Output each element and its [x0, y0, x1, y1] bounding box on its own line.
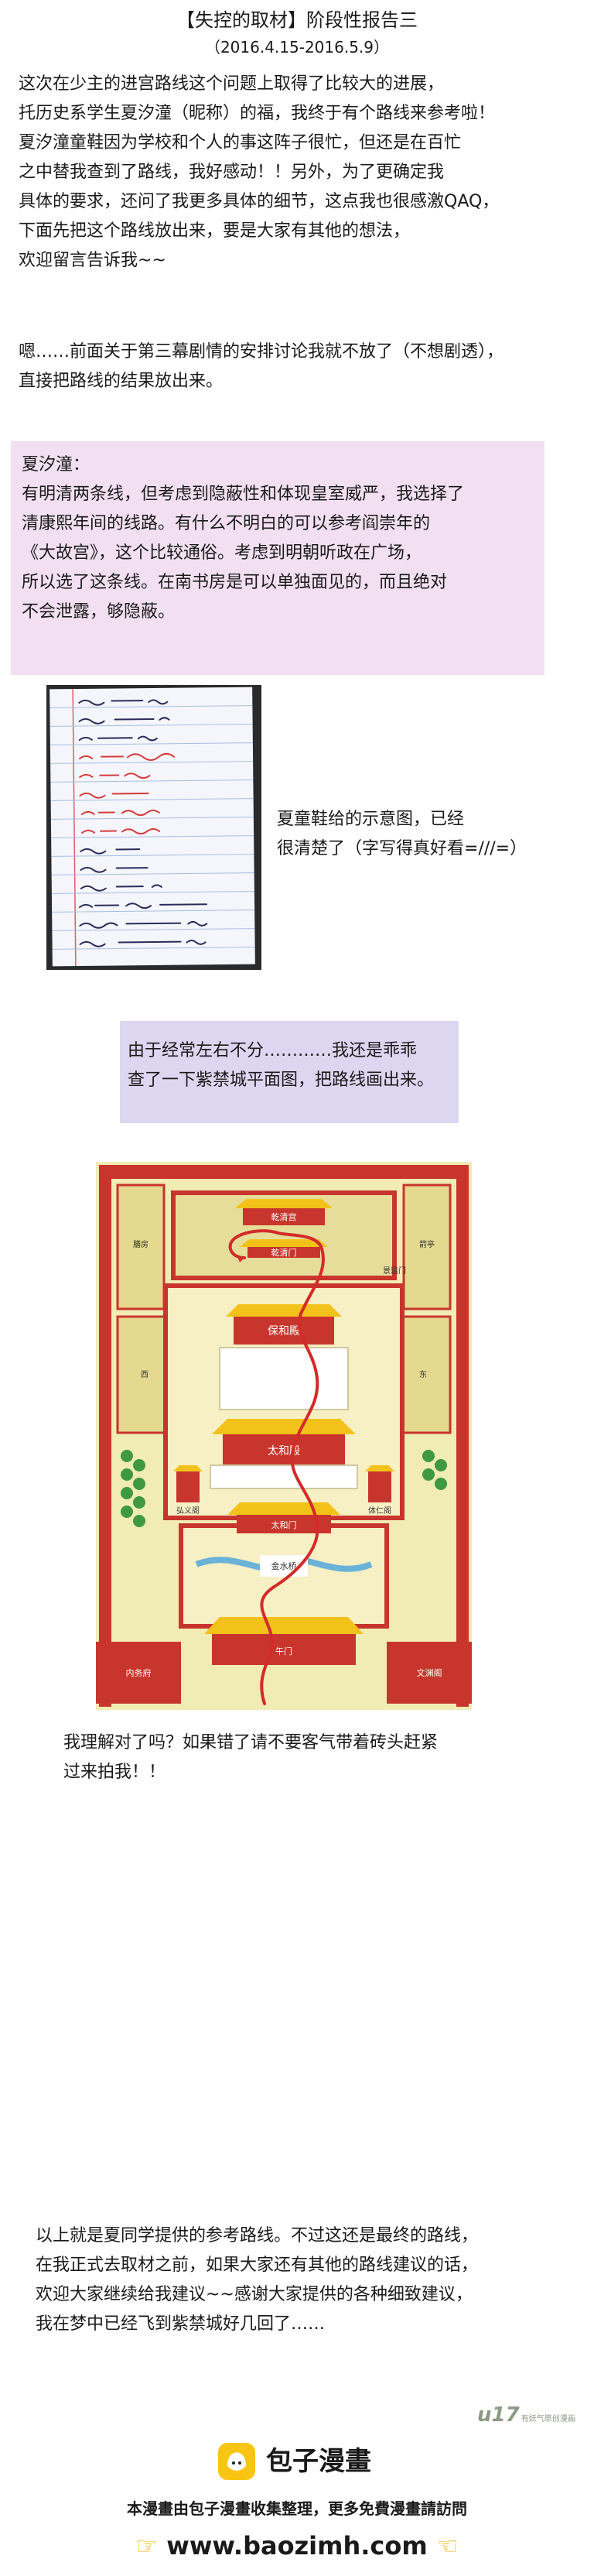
map-label-jinshui-bridge: 金水桥	[271, 1560, 297, 1571]
map-intro-line: 由于经常左右不分…………我还是乖乖	[128, 1041, 418, 1060]
u17-subtitle: 有妖气原创漫画	[521, 2415, 575, 2424]
map-label-jingyun-gate: 景运门	[383, 1266, 406, 1276]
intro-line: 托历史系学生夏汐潼（昵称）的福，我终于有个路线来参考啦！	[19, 104, 496, 123]
map-label-kitchen: 膳房	[133, 1239, 148, 1249]
closing-line: 欢迎大家继续给我建议~~感谢大家提供的各种细致建议，	[36, 2285, 473, 2304]
map-label-baohe-hall: 保和殿	[268, 1325, 300, 1338]
footer-url-row[interactable]: ☞ www.baozimh.com ☜	[0, 2530, 594, 2562]
intro-line: 之中替我查到了路线，我好感动！！另外，为了更确定我	[19, 163, 445, 182]
intro-line: 这次在少主的进宫路线这个问题上取得了比较大的进展，	[19, 74, 445, 94]
photo-caption: 夏童鞋给的示意图，已经 很清楚了（字写得真好看=///=）	[277, 805, 527, 864]
map-label-qianqing-gate: 乾清门	[271, 1247, 297, 1258]
u17-logo-text: u17	[477, 2403, 520, 2427]
note-line: 嗯……前面关于第三幕剧情的安排讨论我就不放了（不想剧透），	[19, 342, 504, 361]
baozi-logo-icon	[218, 2443, 255, 2480]
contributor-quote: 夏汐潼： 有明清两条线，但考虑到隐蔽性和体现皇室威严，我选择了 清康熙年间的线路…	[22, 450, 464, 627]
note-line: 直接把路线的结果放出来。	[19, 372, 224, 391]
understanding-paragraph: 我理解对了吗？如果错了请不要客气带着砖头赶紧 过来拍我！！	[63, 1728, 438, 1787]
intro-line: 具体的要求，还问了我更多具体的细节，这点我也很感激QAQ，	[19, 192, 500, 211]
closing-line: 我在梦中已经飞到紫禁城好几回了……	[36, 2314, 326, 2334]
map-intro-text: 由于经常左右不分…………我还是乖乖 查了一下紫禁城平面图，把路线画出来。	[128, 1036, 434, 1095]
route-line	[228, 1229, 325, 1705]
contributor-line: 不会泄露，够隐蔽。	[22, 602, 176, 622]
intro-line: 下面先把这个路线放出来，要是大家有其他的想法，	[19, 221, 411, 241]
pointing-hand-icon: ☞	[135, 2531, 159, 2561]
map-label-east: 东	[419, 1369, 427, 1379]
baozi-brand-name: 包子漫畫	[266, 2446, 371, 2477]
closing-line: 在我正式去取材之前，如果大家还有其他的路线建议的话，	[36, 2256, 479, 2275]
notebook-lines-drawing	[50, 689, 255, 967]
map-label-meridian-gate: 午门	[275, 1646, 292, 1656]
contributor-line: 《大故宫》，这个比较通俗。考虑到明朝听政在广场，	[22, 543, 422, 563]
contributor-quote-box: 夏汐潼： 有明清两条线，但考虑到隐蔽性和体现皇室威严，我选择了 清康熙年间的线路…	[11, 441, 544, 675]
footer-notice: 本漫畫由包子漫畫收集整理，更多免費漫畫請訪問	[127, 2499, 467, 2518]
pointing-hand-icon: ☜	[435, 2531, 459, 2561]
contributor-line: 夏汐潼：	[22, 455, 90, 474]
understanding-line: 过来拍我！！	[63, 1762, 166, 1782]
closing-paragraph: 以上就是夏同学提供的参考路线。不过这还是最终的路线， 在我正式去取材之前，如果大…	[36, 2221, 478, 2339]
contributor-line: 所以选了这条线。在南书房是可以单独面见的，而且绝对	[22, 573, 448, 592]
map-label-right-building: 文渊阁	[417, 1667, 442, 1678]
contributor-line: 有明清两条线，但考虑到隐蔽性和体现皇室威严，我选择了	[22, 485, 465, 504]
map-intro-line: 查了一下紫禁城平面图，把路线画出来。	[128, 1070, 435, 1090]
footer-url[interactable]: www.baozimh.com	[166, 2531, 428, 2561]
photo-caption-line: 很清楚了（字写得真好看=///=）	[277, 839, 527, 858]
map-label-taihe-gate: 太和门	[271, 1519, 297, 1530]
map-label-far-right: 箭亭	[419, 1239, 435, 1249]
closing-line: 以上就是夏同学提供的参考路线。不过这还是最终的路线，	[36, 2226, 479, 2245]
map-label-zhonghe-hall: 中和殿	[271, 1382, 297, 1392]
handwritten-route-photo	[46, 685, 261, 970]
map-label-qianqing-palace: 乾清宫	[271, 1211, 297, 1222]
map-intro-box: 由于经常左右不分…………我还是乖乖 查了一下紫禁城平面图，把路线画出来。	[120, 1021, 459, 1123]
report-title: 【失控的取材】阶段性报告三	[176, 9, 418, 31]
contributor-line: 清康熙年间的线路。有什么不明白的可以参考阎崇年的	[22, 514, 431, 533]
map-label-west: 西	[141, 1371, 148, 1379]
understanding-line: 我理解对了吗？如果错了请不要客气带着砖头赶紧	[63, 1733, 439, 1752]
notebook-sheet	[50, 687, 255, 967]
report-date-range: （2016.4.15-2016.5.9）	[204, 38, 390, 57]
intro-paragraph: 这次在少主的进宫路线这个问题上取得了比较大的进展， 托历史系学生夏汐潼（昵称）的…	[19, 70, 499, 276]
intro-line: 欢迎留言告诉我~~	[19, 251, 166, 270]
intro-line: 夏汐潼童鞋因为学校和个人的事这阵子很忙，但还是在百忙	[19, 133, 462, 152]
photo-caption-line: 夏童鞋给的示意图，已经	[277, 810, 465, 829]
map-label-hongyi-pavilion: 弘义阁	[176, 1506, 200, 1516]
note-paragraph: 嗯……前面关于第三幕剧情的安排讨论我就不放了（不想剧透）， 直接把路线的结果放出…	[19, 337, 504, 396]
forbidden-city-map-drawing: 乾清宫 乾清门 保和殿 中和殿 太和殿 太和门 金水桥 午门 弘义阁 体仁阁 景…	[96, 1162, 472, 1710]
map-label-tiren-pavilion: 体仁阁	[368, 1506, 391, 1516]
forbidden-city-map: 乾清宫 乾清门 保和殿 中和殿 太和殿 太和门 金水桥 午门 弘义阁 体仁阁 景…	[96, 1162, 472, 1710]
map-label-left-building: 内务府	[126, 1667, 152, 1678]
